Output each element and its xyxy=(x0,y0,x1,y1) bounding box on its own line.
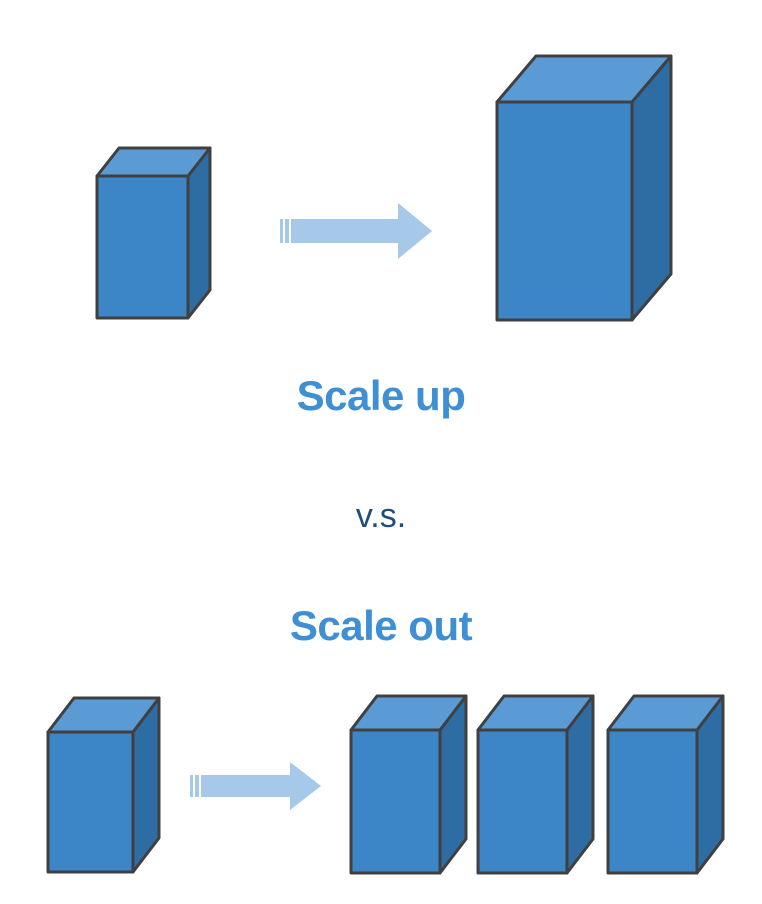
box-front-face xyxy=(349,728,442,875)
arrow-body xyxy=(280,203,432,259)
scale-up-label: Scale up xyxy=(296,372,466,419)
scale-up-arrow xyxy=(280,203,432,259)
box-front-face xyxy=(46,730,135,874)
scale-out-source-box xyxy=(46,696,161,874)
versus-label: v.s. xyxy=(355,497,407,535)
box-front-face xyxy=(495,100,634,322)
box-top-face xyxy=(95,146,212,178)
scale-out-arrow xyxy=(190,762,321,810)
scale-up-source-box xyxy=(95,146,212,320)
box-front-face xyxy=(95,174,190,320)
box-front-face xyxy=(606,728,699,875)
arrow-body xyxy=(190,762,321,810)
scale-out-target-box-1 xyxy=(349,694,468,875)
scale-up-target-box xyxy=(495,54,673,322)
scale-out-target-box-2 xyxy=(476,694,595,875)
box-front-face xyxy=(476,728,569,875)
scale-out-target-box-3 xyxy=(606,694,725,875)
scale-out-label: Scale out xyxy=(289,602,473,649)
